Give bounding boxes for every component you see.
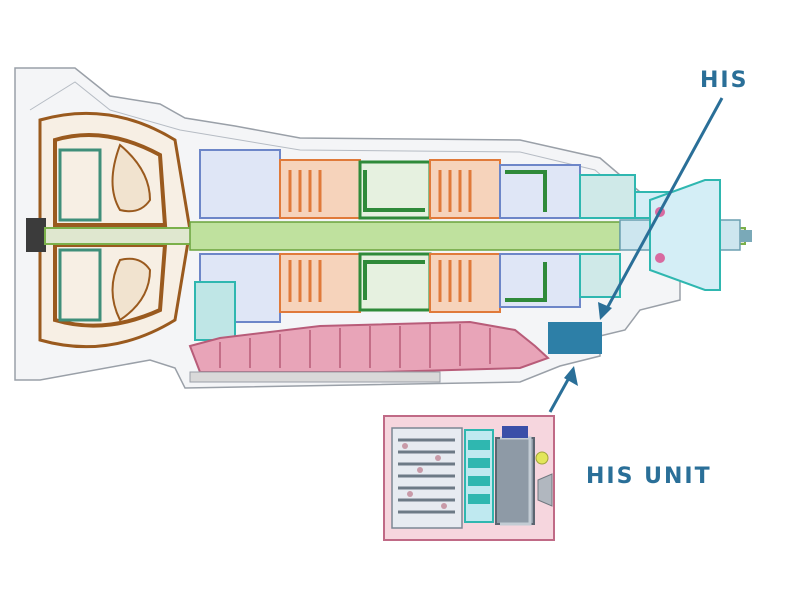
his-arrow bbox=[598, 97, 724, 320]
his-unit-arrow bbox=[548, 366, 578, 413]
his-label: HIS bbox=[700, 68, 749, 93]
valve-body bbox=[188, 320, 550, 383]
gear-train-upper bbox=[199, 149, 676, 220]
his-unit-label: HIS UNIT bbox=[586, 464, 712, 489]
his-unit-inset bbox=[383, 415, 555, 541]
pump-housing bbox=[194, 281, 236, 341]
output-flange bbox=[649, 179, 721, 291]
his-block bbox=[548, 322, 602, 354]
